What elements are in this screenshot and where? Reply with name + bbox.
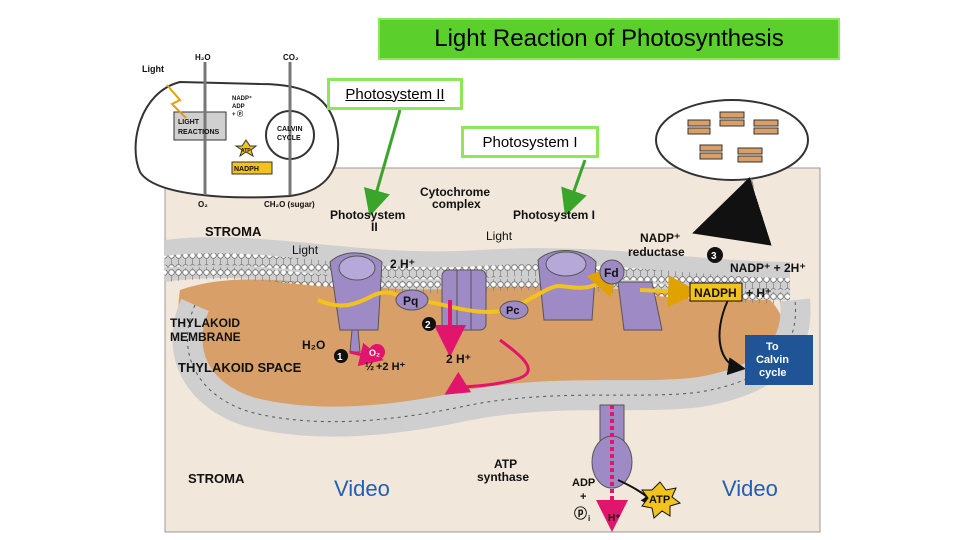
tag-photosystem-i: Photosystem I <box>461 126 599 158</box>
nadp-reductase-complex <box>617 281 663 331</box>
calvin-label-1: To <box>766 341 779 353</box>
plus-label: + <box>580 491 586 503</box>
two-h-mid-label: 2 H⁺ <box>446 352 471 366</box>
chloroplast-inset <box>134 62 340 199</box>
slide-title: Light Reaction of Photosynthesis <box>378 18 840 60</box>
inset-calvin-2: CYCLE <box>277 135 301 142</box>
light-right-label: Light <box>486 229 513 243</box>
atp-synthase-1: ATP <box>494 457 517 471</box>
light-left-label: Light <box>292 243 319 257</box>
stroma-top-label: STROMA <box>205 224 262 239</box>
inset-light-reactions-2: REACTIONS <box>178 129 220 136</box>
atp-synthase <box>591 404 633 532</box>
inset-calvin-1: CALVIN <box>277 126 303 133</box>
electron-flow-path <box>317 263 621 315</box>
tag-photosystem-ii: Photosystem II <box>327 78 463 110</box>
video-link-left[interactable]: Video <box>334 476 390 501</box>
inset-o2-label: O₂ <box>198 200 208 209</box>
two-h-top-label: 2 H⁺ <box>390 257 415 271</box>
ps2-label-1: Photosystem <box>330 208 405 222</box>
calvin-label-2: Calvin <box>756 354 789 366</box>
inset-co2-label: CO₂ <box>283 53 299 62</box>
atp-burst-label: ATP <box>649 494 670 506</box>
inset-pi-label: + ⓟ <box>232 110 243 118</box>
nadp-plus-label: NADP⁺ + 2H⁺ <box>730 261 806 275</box>
step-2-badge: 2 <box>425 320 431 331</box>
thylakoid-inset <box>655 99 809 246</box>
inset-light-label: Light <box>142 64 164 74</box>
inset-light-reactions-1: LIGHT <box>178 119 200 126</box>
photosystem-ii-complex <box>329 252 383 353</box>
fd-label: Fd <box>604 266 619 280</box>
cytochrome-label-2: complex <box>432 197 481 211</box>
two-h-left-label: +2 H⁺ <box>376 361 406 373</box>
thylakoid-membrane-1: THYLAKOID <box>170 316 240 330</box>
step-3-badge: 3 <box>711 251 717 262</box>
pq-label: Pq <box>403 294 418 308</box>
half-label: ½ <box>365 361 374 373</box>
nadp-reductase-1: NADP⁺ <box>640 231 680 245</box>
h2o-label: H₂O <box>302 338 325 352</box>
ps1-label: Photosystem I <box>513 208 595 222</box>
nadph-label: NADPH <box>694 286 737 300</box>
cytochrome-label-1: Cytochrome <box>420 185 490 199</box>
h-plus-label: H⁺ <box>608 513 621 524</box>
thylakoid-membrane-2: MEMBRANE <box>170 330 241 344</box>
inset-sugar-label: CH₂O (sugar) <box>264 200 315 209</box>
pc-label: Pc <box>506 305 519 317</box>
ps2-label-2: II <box>371 220 378 234</box>
o2-badge: O₂ <box>369 348 380 358</box>
step-1-badge: 1 <box>337 352 343 363</box>
video-link-right[interactable]: Video <box>722 476 778 501</box>
nadp-reductase-2: reductase <box>628 245 685 259</box>
adp-label: ADP <box>572 477 595 489</box>
plus-h-label: + H⁺ <box>746 286 771 300</box>
pi-label: ⓟ <box>574 506 587 521</box>
atp-synthase-2: synthase <box>477 470 529 484</box>
inset-adp-label: ADP <box>232 104 245 110</box>
calvin-label-3: cycle <box>759 367 787 379</box>
inset-nadp-label: NADP⁺ <box>232 95 252 102</box>
inset-h2o-label: H₂O <box>195 53 211 62</box>
inset-atp-label: ATP <box>241 148 251 154</box>
cytochrome-complex <box>441 269 487 331</box>
thylakoid-space-label: THYLAKOID SPACE <box>178 360 302 375</box>
pi-subscript: i <box>588 514 590 523</box>
stroma-bottom-label: STROMA <box>188 471 245 486</box>
inset-nadph-label: NADPH <box>234 166 259 173</box>
